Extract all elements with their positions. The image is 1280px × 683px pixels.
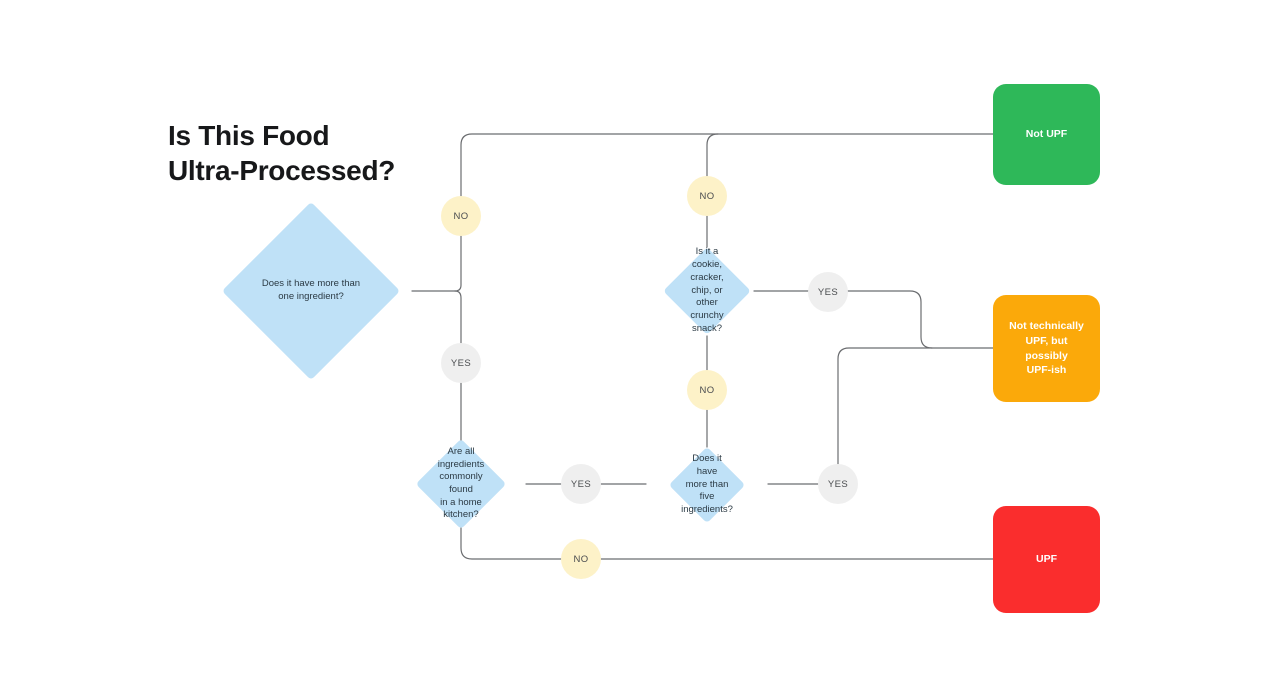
decision-more-than-one-ingredient[interactable]: Does it have more than one ingredient? — [221, 201, 401, 381]
badge-yes-five-ingredients: YES — [818, 464, 858, 504]
result-upf-ish[interactable]: Not technically UPF, but possibly UPF-is… — [993, 295, 1100, 402]
result-upf[interactable]: UPF — [993, 506, 1100, 613]
decision-label: Does it have more than one ingredient? — [261, 278, 361, 302]
badge-no-crunchy-snack-down: NO — [687, 370, 727, 410]
decision-crunchy-snack[interactable]: Is it a cookie, cracker, chip, or other … — [663, 246, 751, 335]
badge-label: NO — [573, 553, 589, 565]
result-label: UPF — [1036, 553, 1057, 566]
decision-more-than-five-ingredients[interactable]: Does it have more than five ingredients? — [668, 446, 746, 524]
badge-label: YES — [570, 478, 592, 490]
decision-label: Does it have more than five ingredients? — [681, 453, 733, 516]
badge-no-one-ingredient: NO — [441, 196, 481, 236]
badge-label: NO — [699, 384, 715, 396]
badge-no-crunchy-snack-top: NO — [687, 176, 727, 216]
decision-label: Are all ingredients commonly found in a … — [437, 445, 485, 521]
badge-label: YES — [827, 478, 849, 490]
result-label: Not technically UPF, but possibly UPF-is… — [1009, 320, 1084, 377]
badge-yes-home-kitchen: YES — [561, 464, 601, 504]
result-label: Not UPF — [1025, 128, 1068, 141]
badge-label: NO — [699, 190, 715, 202]
badge-yes-crunchy-snack: YES — [808, 272, 848, 312]
badge-label: NO — [453, 210, 469, 222]
badge-yes-one-ingredient: YES — [441, 343, 481, 383]
page-title: Is This Food Ultra-Processed? — [168, 120, 396, 187]
decision-label: Is it a cookie, cracker, chip, or other … — [690, 246, 724, 334]
decision-home-kitchen-ingredients[interactable]: Are all ingredients commonly found in a … — [415, 438, 507, 530]
result-not-upf[interactable]: Not UPF — [993, 84, 1100, 185]
badge-label: YES — [450, 357, 472, 369]
badge-label: YES — [817, 286, 839, 298]
badge-no-home-kitchen: NO — [561, 539, 601, 579]
